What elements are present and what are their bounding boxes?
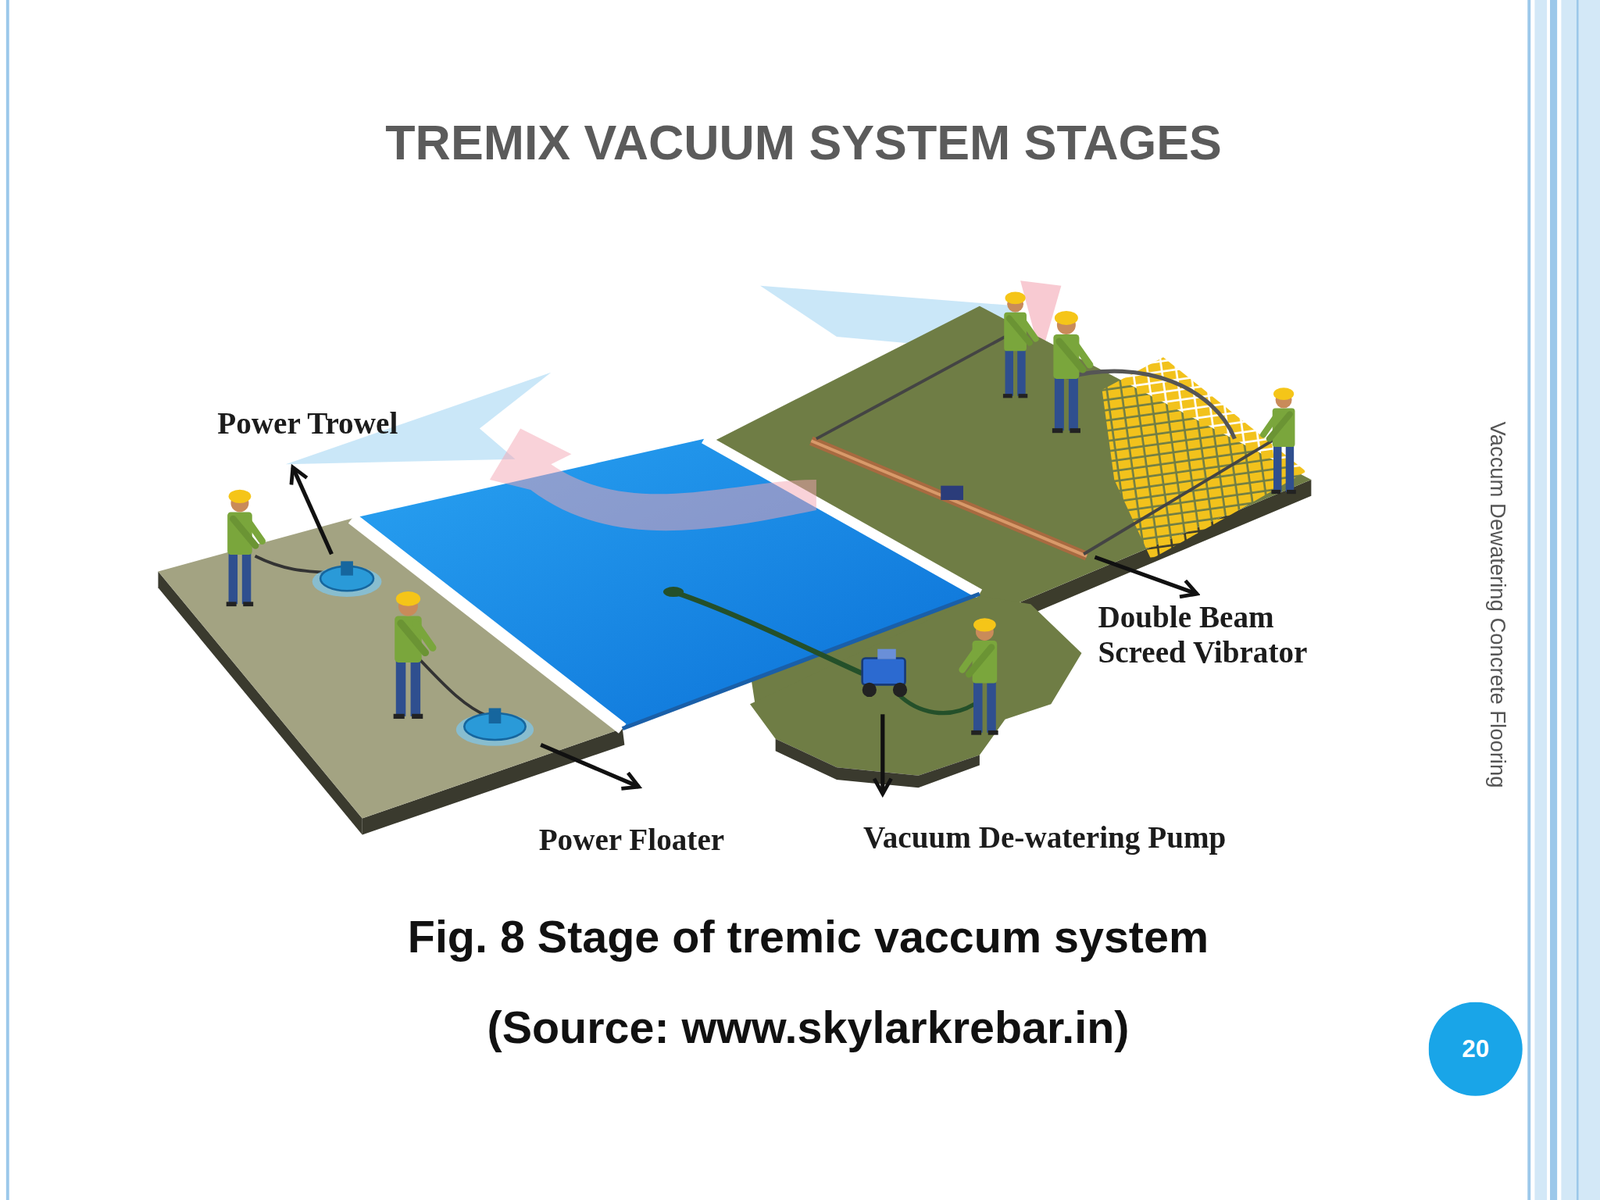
side-banner: Vaccum Dewatering Concrete Flooring (1485, 421, 1511, 788)
worker-arm (1269, 414, 1290, 439)
worker-arm (232, 518, 256, 546)
power-cable (1066, 371, 1236, 440)
worker-leg (1005, 349, 1014, 397)
screed-handle (1083, 439, 1276, 555)
worker-boot (1003, 393, 1013, 398)
hard-hat (973, 617, 997, 632)
worker-arm (1059, 341, 1083, 370)
pump-wheel (892, 682, 908, 697)
mat-edge (352, 518, 623, 729)
worker-leg (1273, 444, 1282, 492)
right-border (1560, 0, 1600, 1200)
figure-caption: Fig. 8 Stage of tremic vaccum system (246, 910, 1370, 962)
power-trowel (340, 560, 354, 575)
worker-boot (411, 714, 423, 719)
callout-arrow (880, 714, 885, 794)
hard-hat (1054, 310, 1079, 325)
worker-boot (393, 714, 405, 719)
worker-boot (1271, 489, 1281, 494)
worker-leg (1054, 376, 1065, 431)
right-border (1527, 0, 1531, 1200)
hose-nozzle (663, 586, 684, 597)
right-border (1550, 0, 1558, 1200)
page-number-circle: 20 (1428, 1002, 1523, 1097)
callout-label: Double Beam Screed Vibrator (1097, 600, 1365, 670)
worker-boot (971, 730, 982, 736)
callout-arrow (540, 744, 639, 787)
worker-figure (1052, 310, 1090, 433)
pump-wheel (862, 682, 877, 697)
callout-arrow (1094, 557, 1197, 594)
discharge-hose (897, 693, 975, 713)
trowel-handle (413, 653, 488, 717)
worker-figure (1003, 292, 1036, 399)
callout-arrow (292, 467, 333, 554)
worker-boot (1018, 393, 1029, 398)
worker-leg (1285, 444, 1294, 492)
screed-handle (816, 336, 1006, 440)
worker-figure (393, 591, 433, 719)
vacuum-pump (877, 649, 897, 660)
source-line: (Source: www.skylarkrebar.in) (246, 1002, 1370, 1054)
worker-leg (1068, 376, 1079, 431)
slab-edge (775, 739, 980, 789)
vacuum-mat (352, 439, 980, 729)
worker-leg (228, 552, 238, 604)
worker-arm (1009, 318, 1030, 343)
left-border (6, 0, 10, 1200)
worker-leg (986, 681, 996, 733)
screed-beam (810, 440, 1087, 557)
worker-leg (410, 660, 422, 717)
direction-arrow (489, 428, 817, 532)
callout-label: Power Floater (539, 822, 725, 858)
screed-beam (810, 440, 1087, 557)
callout-label: Power Trowel (217, 406, 398, 441)
worker-leg (396, 660, 407, 717)
worker-boot (1052, 428, 1064, 433)
slide-title: TREMIX VACUUM SYSTEM STAGES (0, 114, 1600, 171)
right-border (1576, 0, 1579, 1200)
worker-leg (242, 552, 251, 604)
callout-label: Vacuum De-watering Pump (863, 820, 1226, 855)
hard-hat (228, 489, 252, 504)
hard-hat (396, 591, 421, 607)
hard-hat (1005, 292, 1026, 305)
worker-boot (242, 601, 254, 607)
vibrator-motor (940, 485, 964, 500)
worker-leg (1017, 349, 1025, 397)
worker-leg (973, 681, 983, 733)
worker-boot (988, 730, 999, 736)
reinforcement-mesh (1102, 357, 1307, 560)
right-border (1534, 0, 1547, 1200)
vacuum-pump (862, 657, 906, 685)
worker-figure (1263, 387, 1297, 494)
worker-figure (226, 489, 263, 607)
worker-boot (1069, 428, 1081, 433)
worker-boot (1286, 489, 1297, 494)
worker-arm (400, 623, 425, 654)
worker-figure (962, 617, 999, 735)
suction-hose (673, 592, 863, 674)
hard-hat (1273, 387, 1294, 400)
worker-boot (226, 601, 237, 607)
power-floater (489, 707, 502, 724)
worker-arm (968, 647, 992, 675)
concrete-patch (750, 596, 1082, 776)
workers (226, 292, 1297, 736)
page-number: 20 (1461, 1034, 1490, 1064)
